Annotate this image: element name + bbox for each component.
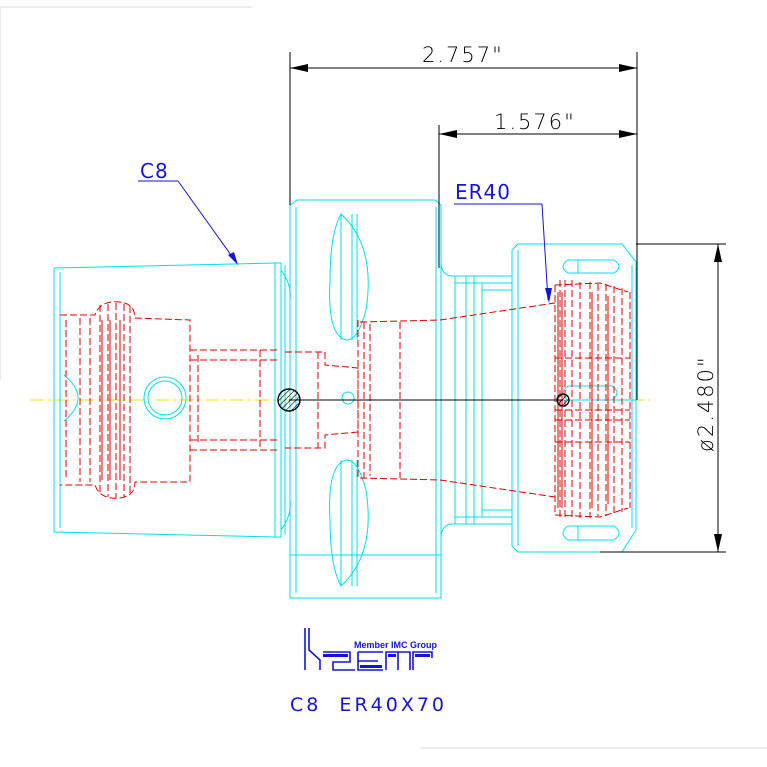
collet-label: ER40 [455,180,511,204]
model-number: C8 ER40X70 [290,694,447,716]
logo-tagline: Member IMC Group [354,640,438,650]
sheet-border [0,6,767,749]
shank-label: C8 [140,159,169,183]
collet-length-dim: 1.576" [494,110,576,134]
callout-arrows [228,252,552,303]
iscar-logo-icon: Member IMC Group [304,628,438,671]
gauge-points [277,388,570,412]
dimension-arrows [290,64,722,552]
overall-length-dim: 2.757" [422,43,504,67]
dimension-lines [289,52,726,553]
callouts [138,180,549,301]
nut-diameter-dim: ø2.480" [694,355,718,452]
gauge-point-collet [556,393,570,407]
hidden-features [60,280,631,520]
holder-outline [53,199,637,599]
gauge-point-shank [277,388,301,412]
